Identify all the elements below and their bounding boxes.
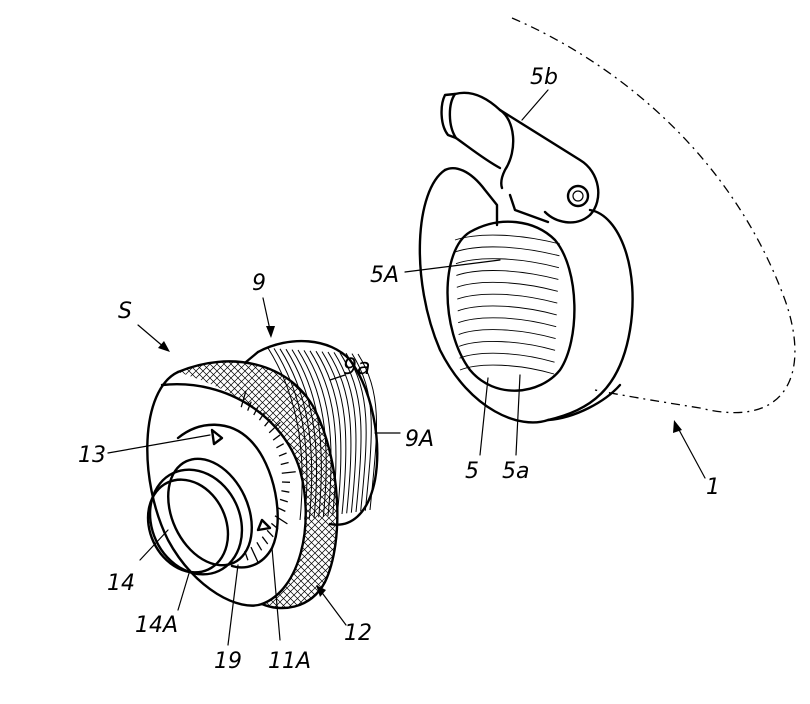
bore-thread-line — [458, 340, 556, 351]
bore-thread-line — [455, 258, 560, 269]
hatch-line — [272, 434, 281, 441]
hatch-line — [266, 529, 274, 538]
bore-thread-line — [458, 317, 557, 328]
label-5b: 5b — [530, 65, 558, 90]
thread-line — [315, 350, 342, 515]
bore-thread-line — [457, 305, 557, 316]
dial-assembly — [146, 339, 379, 610]
index-mark-19 — [256, 518, 272, 532]
hatch-line — [253, 406, 259, 416]
thread-line — [327, 351, 352, 514]
bore-thread-line — [456, 281, 558, 292]
bore-thread-line — [456, 270, 559, 280]
body-outline-dashed — [511, 17, 796, 414]
bore-thread-line — [459, 364, 555, 375]
thread-line — [339, 352, 362, 513]
hatch-line — [277, 507, 286, 512]
label-14: 14 — [107, 571, 135, 596]
thread-line — [333, 352, 357, 513]
label-13: 13 — [78, 443, 106, 468]
thread-line — [357, 353, 378, 511]
hatch-line — [280, 461, 289, 466]
label-9A: 9A — [405, 427, 434, 452]
index-mark-13 — [210, 428, 224, 446]
thread-line — [321, 351, 347, 515]
label-1: 1 — [706, 475, 720, 500]
hatch-line — [247, 401, 252, 411]
label-9: 9 — [252, 271, 266, 296]
knurled-ring-12 — [146, 360, 339, 610]
hatch-line — [268, 421, 281, 434]
hatch-line — [240, 390, 247, 408]
leader-lines — [107, 89, 706, 646]
label-12: 12 — [344, 621, 372, 646]
label-S-assembly: S — [118, 299, 132, 324]
hatch-line — [278, 452, 287, 457]
bore-thread-line — [458, 329, 556, 339]
label-9a: 9a — [343, 355, 370, 380]
thread-line — [351, 353, 372, 511]
label-11A: 11A — [268, 649, 311, 674]
label-5: 5 — [465, 459, 479, 484]
knob-14 — [146, 457, 253, 576]
hatch-line — [276, 443, 285, 449]
label-5a: 5a — [502, 459, 529, 484]
clamp-bolt-5b — [440, 91, 600, 224]
hatch-line — [261, 536, 269, 545]
hatch-line — [258, 412, 266, 421]
label-5A: 5A — [370, 263, 399, 288]
hatch-line — [281, 490, 290, 493]
clamp-ring-5 — [418, 91, 634, 424]
bore-thread-line — [455, 246, 560, 257]
bore-thread-line — [459, 352, 555, 363]
reference-labels: S 9 9a 9A 13 14 14A 19 11A 12 5b 5A 5 5a… — [78, 65, 720, 674]
label-14A: 14A — [135, 613, 178, 638]
bore-thread-line — [457, 293, 558, 304]
hatch-line — [281, 471, 296, 474]
groove-11A — [176, 423, 279, 569]
bore-thread-line — [454, 234, 561, 245]
hatch-line — [279, 498, 288, 503]
hatch-line — [250, 546, 259, 563]
hatch-line — [256, 541, 263, 551]
label-19: 19 — [214, 649, 242, 674]
thread-line — [345, 352, 367, 512]
hatch-line — [264, 418, 271, 427]
internal-thread-5a — [454, 234, 561, 375]
